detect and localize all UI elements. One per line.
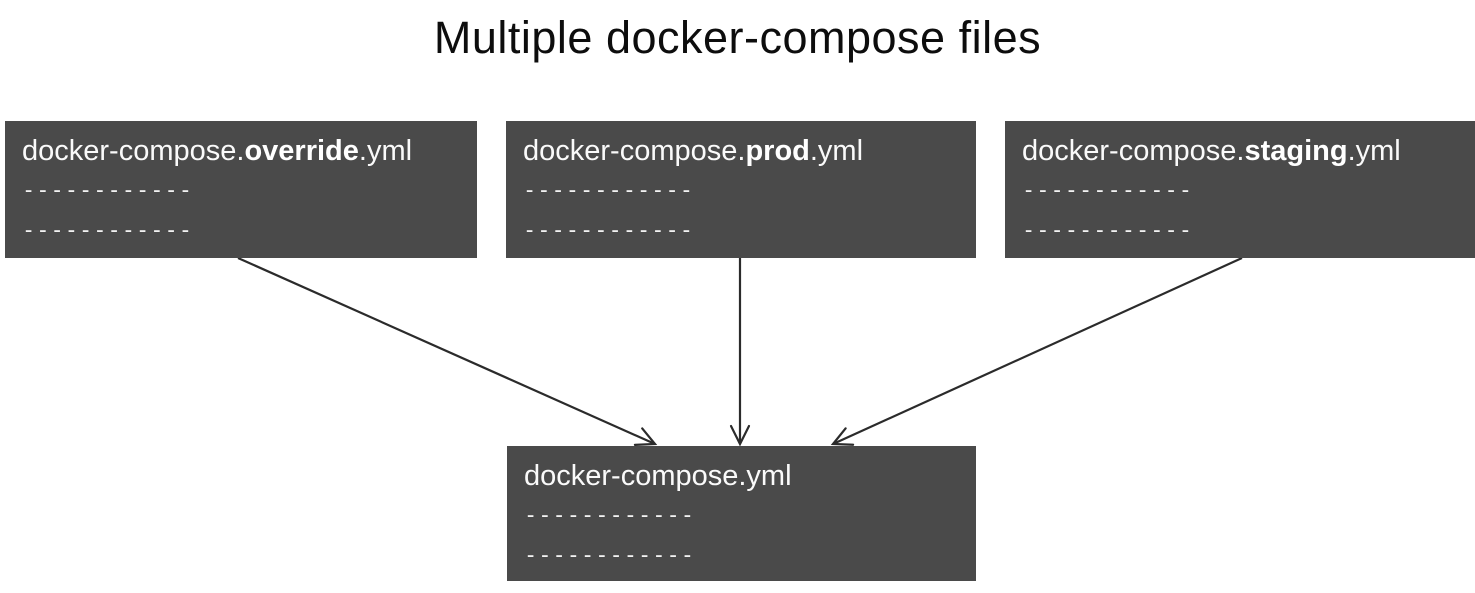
node-title: docker-compose.staging.yml — [1022, 131, 1459, 171]
placeholder-dash-line: ------------ — [523, 219, 694, 243]
placeholder-dash-line: ------------ — [1022, 179, 1193, 203]
placeholder-dash-line: ------------ — [22, 219, 193, 243]
placeholder-dash-line: ------------ — [523, 179, 694, 203]
diagram-title: Multiple docker-compose files — [433, 12, 1042, 63]
placeholder-dash-line: ------------ — [524, 504, 695, 528]
node-title-bold: prod — [745, 135, 810, 167]
arrow-override-to-base — [237, 256, 658, 446]
node-title-bold: staging — [1244, 135, 1348, 167]
node-title-post: .yml — [358, 135, 413, 167]
placeholder-dash-line: ------------ — [524, 544, 695, 568]
node-title-post: .yml — [1347, 135, 1401, 167]
node-docker-compose-base: docker-compose.yml ------------ --------… — [507, 446, 976, 581]
node-title-pre: docker-compose. — [523, 135, 746, 167]
placeholder-dash-line: ------------ — [22, 179, 193, 203]
node-title-pre: docker-compose.yml — [524, 460, 792, 492]
node-title-pre: docker-compose. — [1022, 135, 1245, 167]
node-title: docker-compose.yml — [524, 456, 960, 496]
node-docker-compose-prod: docker-compose.prod.yml ------------ ---… — [506, 121, 976, 258]
node-title-bold: override — [244, 135, 359, 167]
node-title: docker-compose.override.yml — [22, 131, 461, 171]
arrow-staging-to-base — [830, 256, 1243, 446]
node-title-post: .yml — [809, 135, 864, 167]
node-title: docker-compose.prod.yml — [523, 131, 960, 171]
node-docker-compose-staging: docker-compose.staging.yml ------------ … — [1005, 121, 1475, 258]
node-title-pre: docker-compose. — [22, 135, 245, 167]
node-docker-compose-override: docker-compose.override.yml ------------… — [5, 121, 477, 258]
placeholder-dash-line: ------------ — [1022, 219, 1193, 243]
